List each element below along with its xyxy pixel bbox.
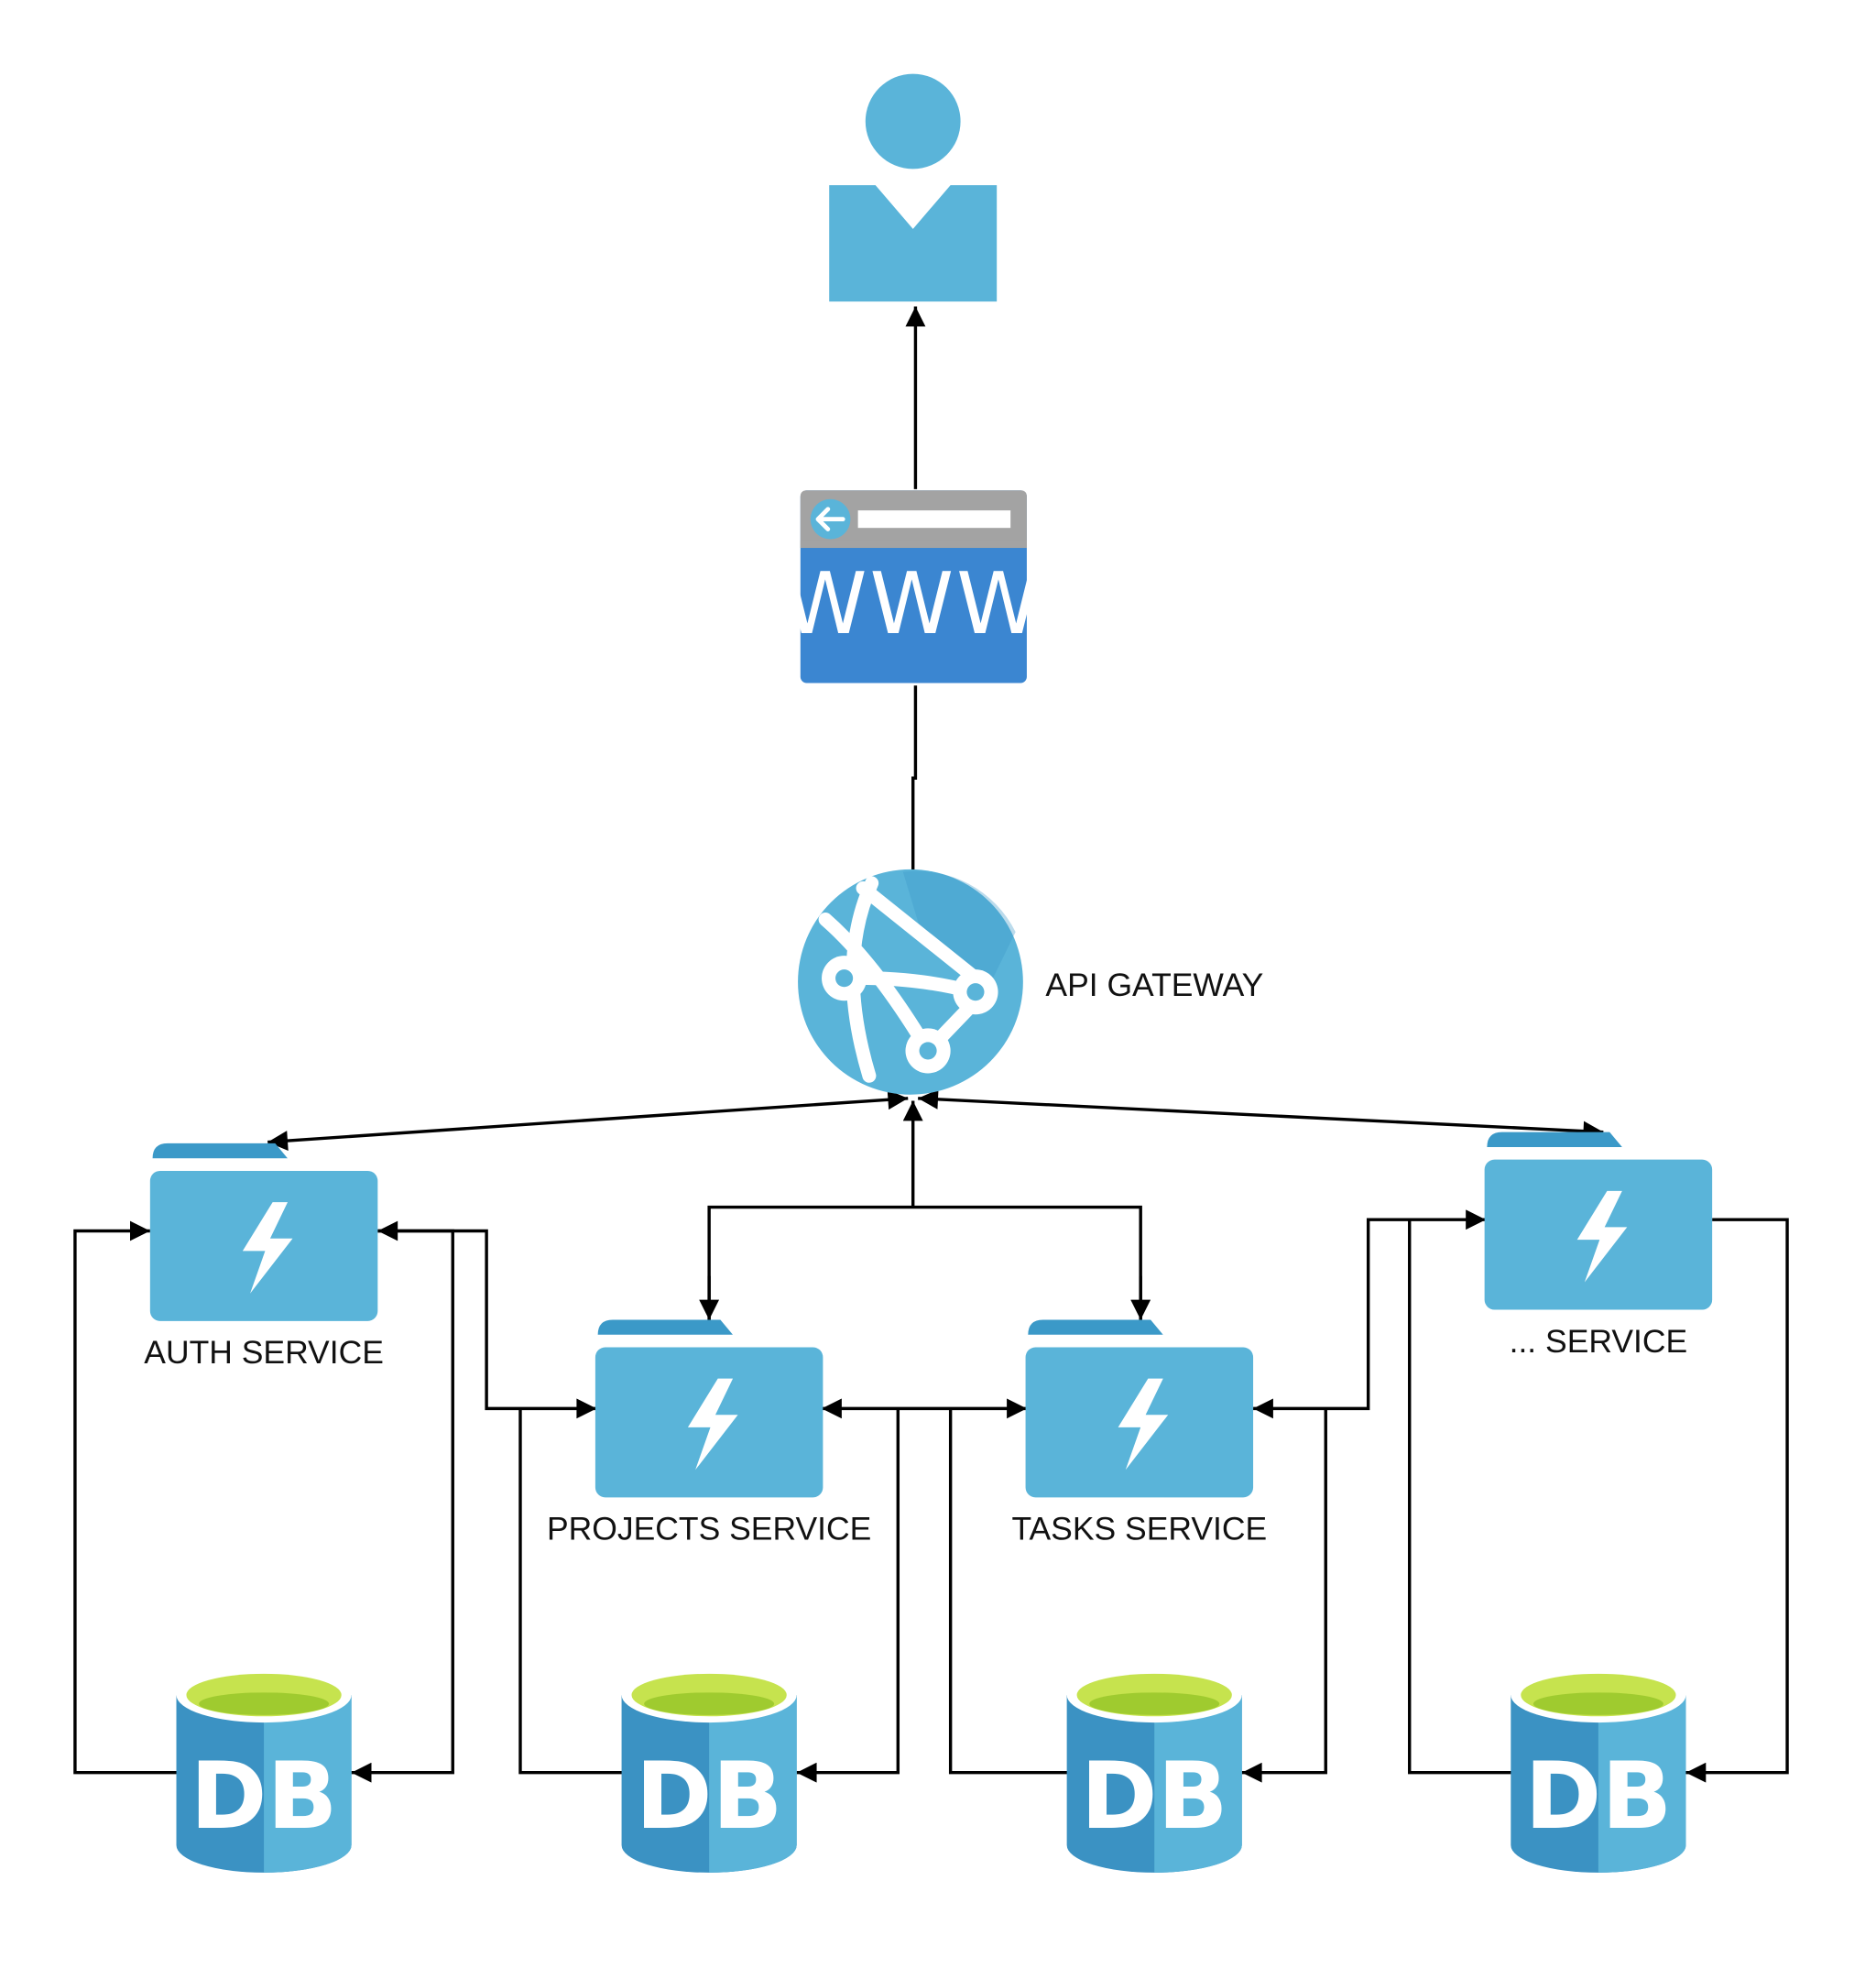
edge-gateway-other xyxy=(918,1088,1604,1142)
service-tasks xyxy=(1025,1319,1254,1498)
gateway-label: API GATEWAY xyxy=(1045,967,1263,1003)
edge-db-auth-to-auth xyxy=(73,1220,180,1775)
service-projects-label: PROJECTS SERVICE xyxy=(547,1511,871,1547)
database-tasks: DB xyxy=(1066,1667,1242,1873)
function-app-folder-icon xyxy=(149,1143,378,1321)
function-app-folder-icon xyxy=(594,1319,823,1498)
service-other-label: ... SERVICE xyxy=(1510,1323,1688,1360)
edge-gateway-auth xyxy=(267,1089,909,1151)
edge-tasks-other xyxy=(1253,1209,1487,1419)
service-other xyxy=(1484,1132,1713,1310)
browser-www-text: WWW xyxy=(783,554,1043,653)
edge-projects-to-db-projects xyxy=(796,1408,900,1783)
database-projects: DB xyxy=(621,1667,797,1873)
edge-db-projects-to-projects xyxy=(518,1408,625,1775)
function-app-folder-icon xyxy=(1025,1319,1254,1498)
service-auth-label: AUTH SERVICE xyxy=(144,1334,384,1371)
db-other-text: DB xyxy=(1524,1742,1672,1850)
edge-db-other-to-other xyxy=(1408,1219,1514,1775)
edge-gateway-bus xyxy=(707,1205,1142,1320)
function-app-folder-icon xyxy=(1484,1132,1713,1310)
connectors xyxy=(73,306,1789,1783)
db-projects-text: DB xyxy=(636,1742,783,1850)
service-tasks-label: TASKS SERVICE xyxy=(1011,1511,1267,1547)
db-auth-text: DB xyxy=(191,1742,338,1850)
edge-db-tasks-to-tasks xyxy=(948,1408,1070,1775)
database-other: DB xyxy=(1511,1667,1686,1873)
edge-auth-projects xyxy=(377,1220,597,1419)
service-auth xyxy=(149,1143,378,1321)
api-gateway-globe-icon xyxy=(798,869,1023,1095)
edge-other-to-db-other xyxy=(1685,1218,1789,1783)
user-icon xyxy=(829,73,998,302)
edge-gateway-to-browser xyxy=(911,685,918,874)
database-auth: DB xyxy=(176,1667,352,1873)
db-tasks-text: DB xyxy=(1081,1742,1228,1850)
web-browser-icon: WWW xyxy=(783,490,1043,683)
edge-tasks-to-db-tasks xyxy=(1241,1408,1327,1783)
service-projects xyxy=(594,1319,823,1498)
